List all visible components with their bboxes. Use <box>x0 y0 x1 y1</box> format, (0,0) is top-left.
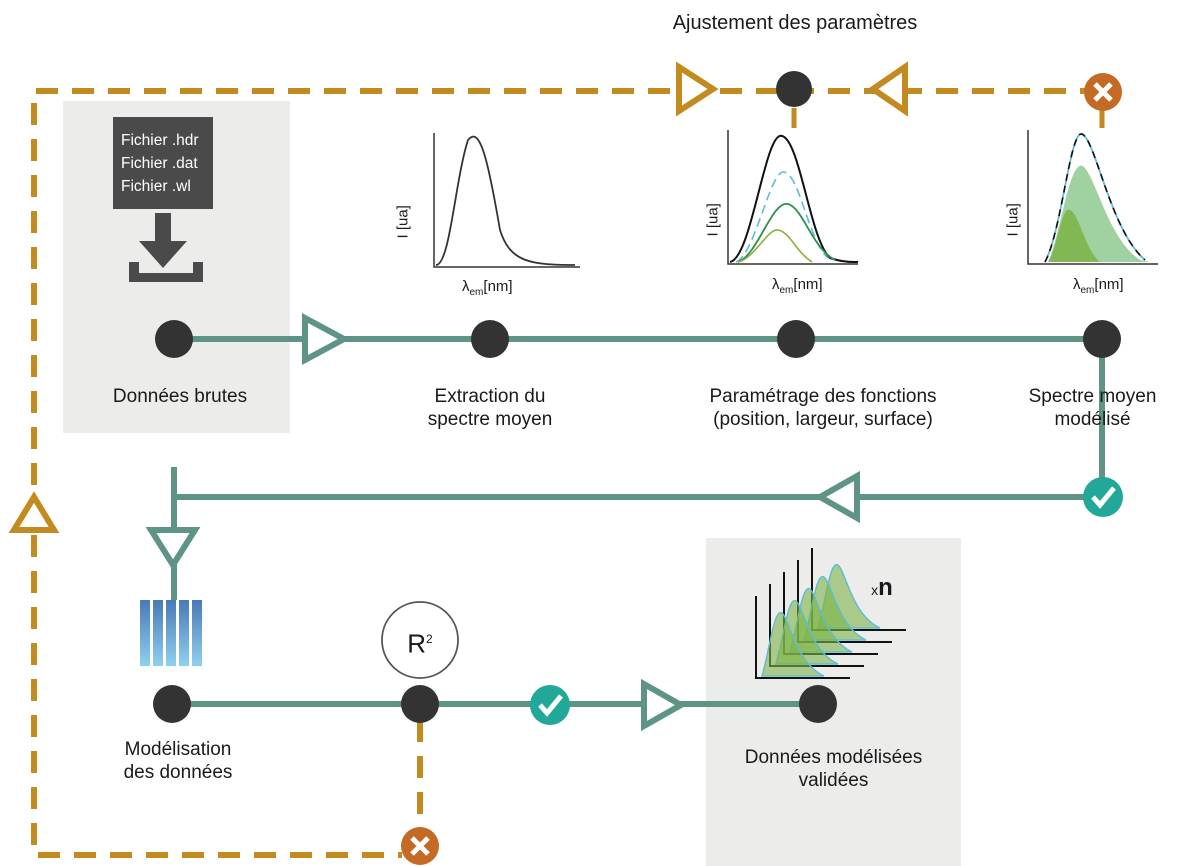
feedback-arrow-up <box>8 491 60 533</box>
plot3-ylabel: I [ua] <box>1004 203 1022 237</box>
node-adjust <box>776 71 812 107</box>
r2-sup: 2 <box>426 632 433 646</box>
r2-circle <box>381 601 459 679</box>
feedback-arrow-right <box>676 61 719 117</box>
download-tray-icon <box>129 213 203 282</box>
data-matrix-icon <box>140 600 202 666</box>
extraction-spectrum-plot <box>433 133 580 268</box>
check-circle-icon <box>1083 477 1123 517</box>
multiplier-n: n <box>878 574 893 601</box>
node-params <box>777 320 815 358</box>
flow-arrow-right-1 <box>302 312 351 366</box>
label-params-line-2: (position, largeur, surface) <box>713 409 933 430</box>
node-r2 <box>401 685 439 723</box>
feedback-arrow-left <box>867 61 908 117</box>
plot2-xlabel-unit: [nm] <box>793 276 823 293</box>
plot1-xlabel-sub: em <box>469 287 484 298</box>
file-dat: Fichier .dat <box>121 155 198 172</box>
check-circle-icon <box>530 685 570 725</box>
label-extraction-line-1: Extraction du <box>434 386 546 407</box>
multiplier-label: xn <box>862 576 902 602</box>
feedback-loop <box>31 88 1102 858</box>
label-params-line-1: Paramétrage des fonctions <box>709 386 937 407</box>
r2-base: R <box>407 628 427 659</box>
plot2-xlabel-sub: em <box>779 285 794 296</box>
file-list-box <box>113 117 213 209</box>
label-modeling: Modélisation des données <box>78 738 278 784</box>
plot1-ylabel: I [ua] <box>394 205 412 239</box>
plot3-xlabel: λem[nm] <box>1073 276 1124 296</box>
parametrization-plot <box>727 130 859 265</box>
plot1-xlabel-unit: [nm] <box>483 278 513 295</box>
label-modeled-line-2: modélisé <box>1054 409 1131 430</box>
flow-arrow-down <box>145 527 201 571</box>
multiplier-x: x <box>871 582 879 598</box>
cross-circle-icon <box>1084 73 1122 111</box>
node-modeling <box>153 685 191 723</box>
flow-lines <box>171 336 1105 707</box>
modeled-spectrum-plot <box>1027 130 1158 265</box>
node-extraction <box>471 320 509 358</box>
label-modeling-line-1: Modélisation <box>124 739 232 760</box>
label-extraction-line-2: spectre moyen <box>427 409 553 430</box>
label-extraction: Extraction du spectre moyen <box>380 385 600 431</box>
label-validated: Données modélisées validées <box>706 746 961 792</box>
plot3-xlabel-sub: em <box>1080 285 1095 296</box>
label-validated-line-2: validées <box>798 770 869 791</box>
label-raw-data: Données brutes <box>112 386 248 407</box>
cross-circle-icon <box>401 827 439 865</box>
plot3-xlabel-unit: [nm] <box>1094 276 1124 293</box>
node-validated <box>799 685 837 723</box>
label-modeled-line-1: Spectre moyen <box>1028 386 1157 407</box>
label-modeled: Spectre moyen modélisé <box>1005 385 1180 431</box>
plot1-xlabel: λem[nm] <box>462 278 513 298</box>
validated-spectra-peaks <box>761 564 881 677</box>
flow-arrow-right-2 <box>641 678 688 732</box>
plot2-ylabel: I [ua] <box>704 203 722 237</box>
node-modeled <box>1083 320 1121 358</box>
file-wl: Fichier .wl <box>121 178 191 195</box>
label-params: Paramétrage des fonctions (position, lar… <box>668 385 978 431</box>
label-modeling-line-2: des données <box>123 762 233 783</box>
node-raw <box>155 320 193 358</box>
plot1-xlabel-symbol: λ <box>462 278 470 295</box>
plot2-xlabel-symbol: λ <box>772 276 780 293</box>
label-validated-line-1: Données modélisées <box>744 747 923 768</box>
title: Ajustement des paramètres <box>672 12 918 34</box>
r2-label: R2 <box>390 624 450 659</box>
file-hdr: Fichier .hdr <box>121 132 199 149</box>
plot3-xlabel-symbol: λ <box>1073 276 1081 293</box>
flow-arrow-left <box>813 470 860 524</box>
plot2-xlabel: λem[nm] <box>772 276 823 296</box>
